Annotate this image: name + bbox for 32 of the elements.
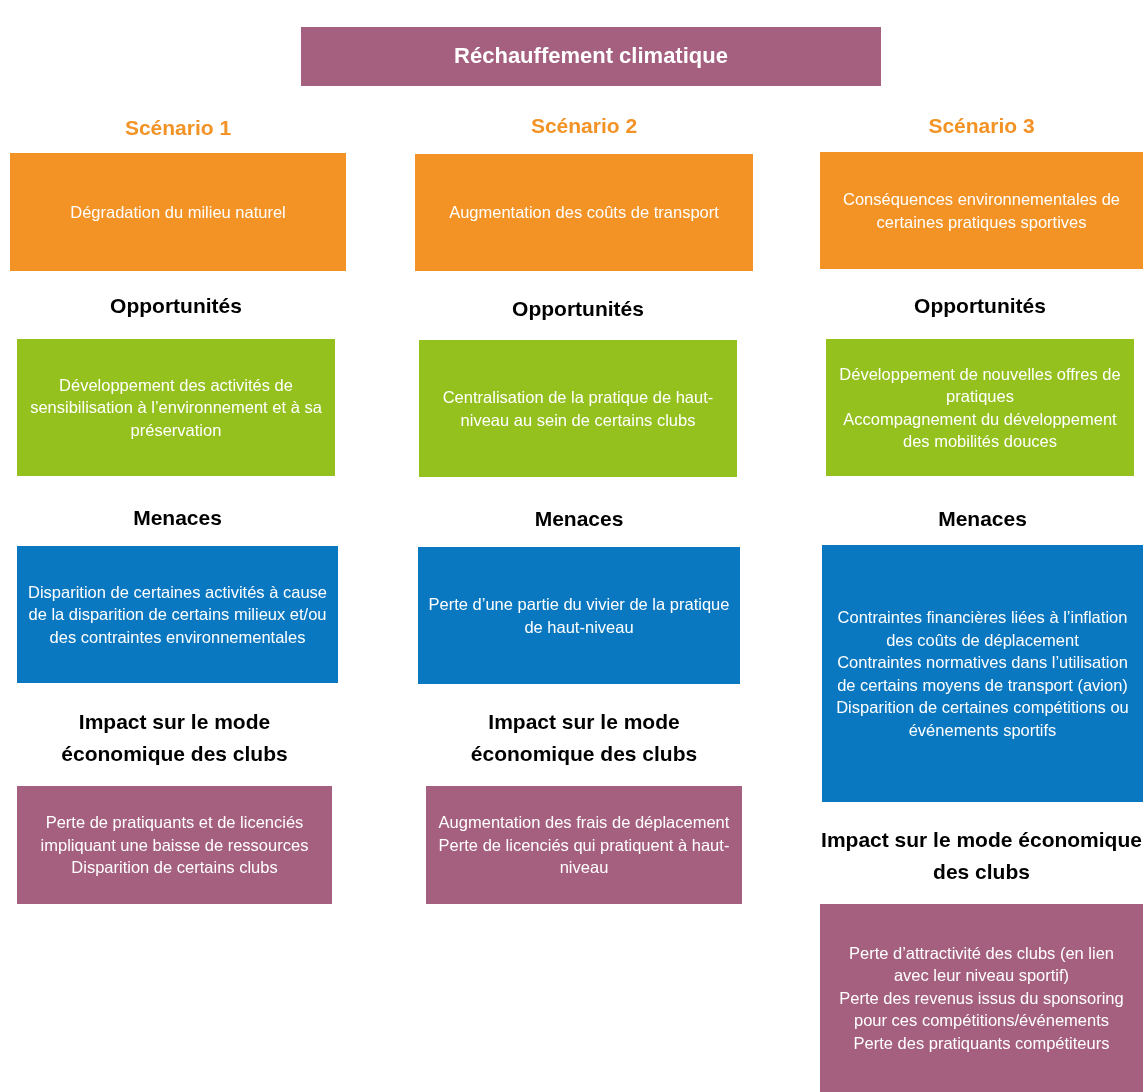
box-text: Contraintes financières liées à l’inflation des coûts de déplacement <box>836 607 1129 651</box>
box-text: Conséquences environnementales de certaines pratiques sportives <box>842 189 1121 233</box>
section-heading: Impact sur le mode économique des clubs <box>470 710 698 765</box>
box-text: Perte des revenus issus du sponsoring pour ces compétitions/événements <box>838 987 1125 1032</box>
title-text: Réchauffement climatique <box>454 45 728 68</box>
box-text: Perte d’attractivité des clubs (en lien avec leur niveau sportif) <box>847 942 1116 987</box>
box-text: Centralisation de la pratique de haut-niveau au sein de certains clubs <box>441 387 715 431</box>
box-text: Développement de nouvelles offres de pratiques <box>838 363 1122 407</box>
box-text: Augmentation des frais de déplacement <box>438 812 730 834</box>
section-heading: Impact sur le mode économique des clubs <box>61 710 288 765</box>
box-text: Perte de licenciés qui pratiquent à haut-niveau <box>437 834 731 879</box>
box-text: Disparition de certaines activités à cause de la disparition de certains milieux et/ou des contraintes environnementales <box>27 581 328 648</box>
box-text: Augmentation des coûts de transport <box>449 202 719 224</box>
box-text: Accompagnement du développement des mobilités douces <box>842 408 1118 452</box>
section-heading: Opportunités <box>110 294 242 317</box>
box-text: Disparition de certaines compétitions ou événements sportifs <box>835 697 1130 741</box>
section-heading: Scénario 2 <box>530 114 638 137</box>
section-heading: Scénario 3 <box>928 114 1035 137</box>
section-heading: Menaces <box>133 506 222 529</box>
section-heading: Impact sur le mode économique des clubs <box>821 828 1142 883</box>
box-text: Perte d’une partie du vivier de la pratique de haut-niveau <box>428 594 730 638</box>
box-text: Perte de pratiquants et de licenciés impliquant une baisse de ressources <box>39 812 310 856</box>
section-heading: Opportunités <box>914 294 1046 317</box>
section-heading: Opportunités <box>512 297 644 320</box>
section-heading: Menaces <box>534 507 624 530</box>
box-text: Développement des activités de sensibilisation à l’environnement et à sa préservation <box>29 374 323 441</box>
box-text: Dégradation du milieu naturel <box>70 201 286 223</box>
box-text: Contraintes normatives dans l’utilisation de certains moyens de transport (avion) <box>836 652 1129 696</box>
section-heading: Menaces <box>938 507 1027 530</box>
box-text: Perte des pratiquants compétiteurs <box>853 1032 1110 1054</box>
box-text: Disparition de certains clubs <box>71 857 278 879</box>
section-heading: Scénario 1 <box>124 116 232 139</box>
